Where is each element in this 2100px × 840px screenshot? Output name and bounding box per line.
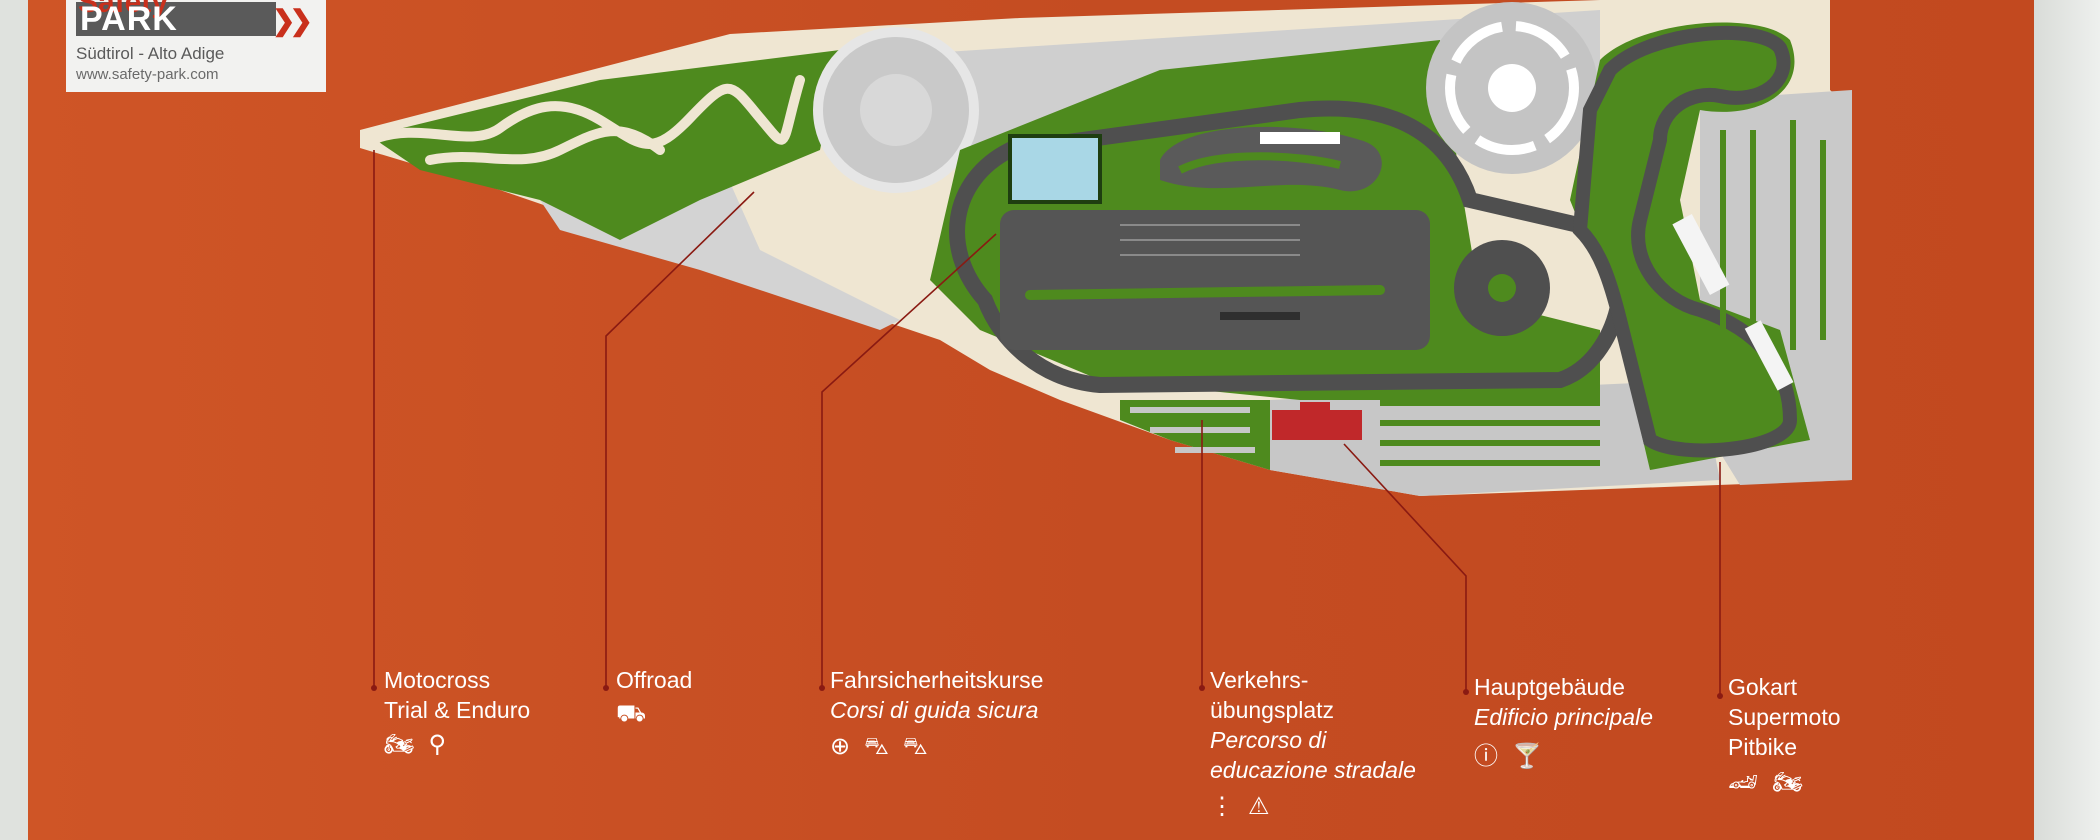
label-line: Gokart bbox=[1728, 674, 1798, 700]
logo-arrows-icon: ❯❯ bbox=[272, 5, 313, 36]
motocross-field bbox=[370, 50, 840, 240]
label-line: Pitbike bbox=[1728, 734, 1798, 760]
curve-track-marker bbox=[1260, 132, 1340, 144]
logo-brand-top: Safety bbox=[78, 0, 169, 19]
traffic-light-icon: ⋮ bbox=[1210, 793, 1234, 820]
label-offroad: Offroad bbox=[616, 665, 692, 695]
circle-track-east-ring bbox=[1445, 21, 1579, 155]
circle-skid-pad-center bbox=[1488, 274, 1516, 302]
cocktail-icon: 🍸 bbox=[1512, 743, 1542, 770]
icons-fahrsicherheit: ⊕ ⛍ ⛍ bbox=[830, 732, 942, 763]
main-building bbox=[1272, 402, 1362, 440]
safety-park-logo: Safety PARK ❯❯ Südtirol - Alto Adige www… bbox=[66, 0, 326, 92]
label-gokart: Gokart Supermoto Pitbike bbox=[1728, 672, 1841, 762]
label-motocross: Motocross Trial & Enduro bbox=[384, 665, 530, 725]
icons-offroad: ⛟ bbox=[616, 700, 660, 730]
circle-track-east-center bbox=[1488, 64, 1536, 112]
logo-url: www.safety-park.com bbox=[76, 66, 219, 83]
logo-region: Südtirol - Alto Adige bbox=[76, 44, 225, 63]
icons-haupt: ⓘ🍸 bbox=[1474, 736, 1556, 771]
leader-offroad bbox=[605, 191, 755, 688]
label-line-italic: Corsi di guida sicura bbox=[830, 697, 1039, 723]
curve-track-island bbox=[1178, 152, 1341, 174]
warning-sign-icon: ⚠ bbox=[1248, 793, 1270, 820]
label-line-italic: Percorso di bbox=[1210, 727, 1327, 753]
icons-motocross: 🏍⚲ bbox=[384, 730, 460, 759]
label-verkehr: Verkehrs- übungsplatz Percorso di educaz… bbox=[1210, 665, 1416, 785]
leader-dot bbox=[1199, 685, 1205, 691]
traffic-training-roads bbox=[1130, 407, 1255, 453]
label-line: Offroad bbox=[616, 667, 693, 693]
info-icon: ⓘ bbox=[1474, 743, 1498, 770]
label-line: Hauptgebäude bbox=[1474, 674, 1625, 700]
gokart-circuit bbox=[1572, 25, 1798, 458]
leader-dot bbox=[603, 685, 609, 691]
circle-track-west-center bbox=[860, 74, 932, 146]
motocross-track bbox=[367, 75, 805, 165]
label-haupt: Hauptgebäude Edificio principale bbox=[1474, 672, 1653, 732]
skid-pad-marker bbox=[1220, 312, 1300, 320]
leader-haupt bbox=[1343, 443, 1467, 692]
leader-dot bbox=[1717, 693, 1723, 699]
label-line: Fahrsicherheitskurse bbox=[830, 667, 1044, 693]
logo-brand-park: PARK bbox=[80, 0, 178, 38]
icons-gokart: 🏎🏍 bbox=[1728, 768, 1817, 797]
leader-fahrsicherheit bbox=[821, 233, 997, 688]
wall-left bbox=[0, 0, 28, 840]
label-line: Motocross bbox=[384, 667, 491, 693]
label-line-italic: educazione stradale bbox=[1210, 757, 1416, 783]
icons-verkehr: ⋮⚠ bbox=[1210, 792, 1284, 821]
label-line-italic: Edificio principale bbox=[1474, 704, 1653, 730]
logo-bar bbox=[76, 2, 276, 36]
pit-building-south bbox=[1744, 320, 1794, 391]
skid-pad-island bbox=[1025, 285, 1385, 300]
parking-area bbox=[1380, 120, 1826, 466]
leader-dot bbox=[371, 685, 377, 691]
motocross-icon: 🏍 bbox=[384, 731, 415, 758]
leader-dot bbox=[1463, 689, 1469, 695]
label-line: übungsplatz bbox=[1210, 697, 1335, 723]
steering-wheel-icon: ⊕ bbox=[830, 733, 851, 760]
pit-building bbox=[1672, 214, 1730, 296]
label-fahrsicherheit: Fahrsicherheitskurse Corsi di guida sicu… bbox=[830, 665, 1043, 725]
label-line: Trial & Enduro bbox=[384, 697, 531, 723]
skidding-car-icon: ⛍ bbox=[864, 733, 889, 760]
wall-right bbox=[2034, 0, 2100, 840]
paved-area-south bbox=[1270, 380, 1720, 496]
label-line: Verkehrs- bbox=[1210, 667, 1309, 693]
leader-dot bbox=[819, 685, 825, 691]
offroad-vehicle-icon: ⛟ bbox=[616, 700, 647, 727]
water-basin bbox=[1008, 134, 1102, 204]
gokart-icon: 🏎 bbox=[1728, 769, 1759, 796]
handling-track bbox=[949, 100, 1629, 394]
leader-lines bbox=[373, 150, 1721, 696]
label-line: Supermoto bbox=[1728, 704, 1841, 730]
trial-bike-icon: ⚲ bbox=[428, 731, 447, 758]
skid-pad bbox=[1000, 210, 1430, 350]
supermoto-icon: 🏍 bbox=[1772, 769, 1803, 796]
braking-car-icon: ⛍ bbox=[902, 733, 928, 760]
